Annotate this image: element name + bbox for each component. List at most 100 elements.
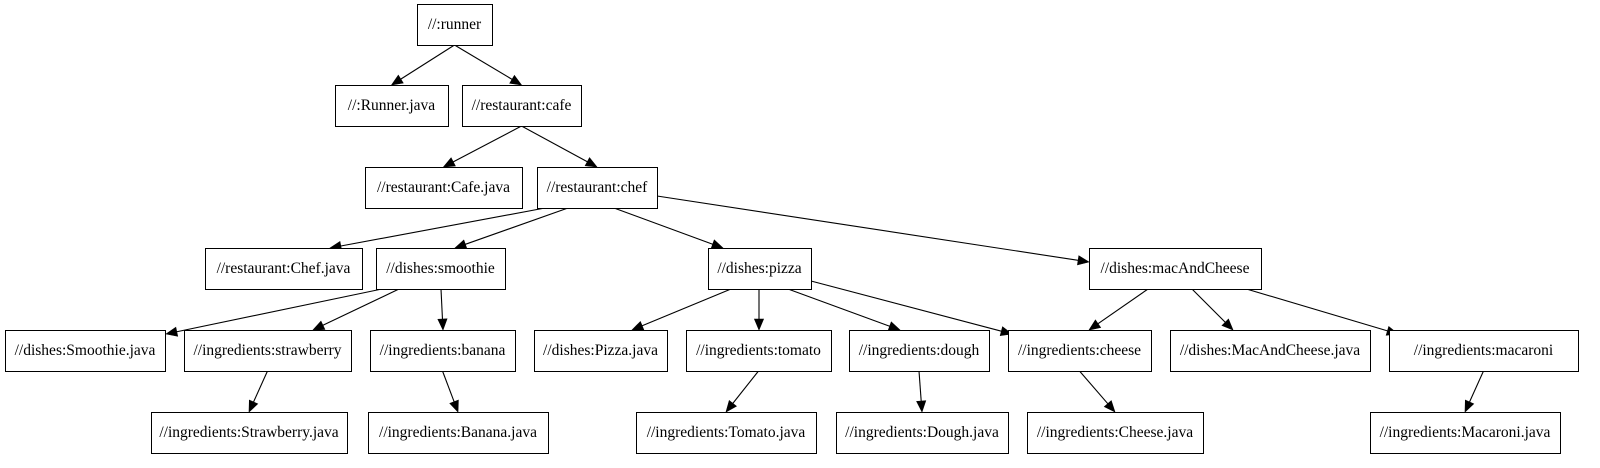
graph-node-dishes_pizza[interactable]: //dishes:pizza [708, 248, 812, 290]
edge-ing_dough-to-dough_java [916, 370, 927, 413]
node-box[interactable] [184, 330, 352, 372]
node-box[interactable] [335, 85, 449, 127]
graph-node-smoothie_java[interactable]: //dishes:Smoothie.java [5, 330, 166, 372]
graph-node-ing_strawberry[interactable]: //ingredients:strawberry [184, 330, 352, 372]
graph-node-dishes_smoothie[interactable]: //dishes:smoothie [376, 248, 506, 290]
graph-node-macandcheese_java[interactable]: //dishes:MacAndCheese.java [1170, 330, 1371, 372]
edge-restaurant_chef-to-dishes_smoothie [454, 207, 569, 249]
edge-restaurant_chef-to-dishes_pizza [613, 207, 724, 249]
node-box[interactable] [849, 330, 990, 372]
node-label: //dishes:pizza [717, 260, 801, 277]
node-box[interactable] [1027, 412, 1204, 454]
graph-node-cheese_java[interactable]: //ingredients:Cheese.java [1027, 412, 1204, 454]
edge-dishes_smoothie-to-smoothie_java [165, 288, 383, 337]
edge-dishes_pizza-to-ing_tomato [753, 289, 765, 331]
edge-line [440, 288, 444, 320]
node-box[interactable] [1170, 330, 1371, 372]
arrowhead-icon [916, 400, 927, 413]
node-label: //dishes:macAndCheese [1101, 260, 1250, 277]
graph-node-ing_dough[interactable]: //ingredients:dough [849, 330, 990, 372]
graph-node-restaurant_chef[interactable]: //restaurant:chef [537, 167, 658, 209]
edge-dishes_macandch-to-macandcheese_java [1191, 288, 1234, 331]
node-box[interactable] [376, 248, 506, 290]
node-box[interactable] [205, 248, 363, 290]
node-box[interactable] [5, 330, 166, 372]
node-box[interactable] [534, 330, 668, 372]
node-box[interactable] [686, 330, 832, 372]
edge-line [1232, 284, 1388, 332]
graph-node-dough_java[interactable]: //ingredients:Dough.java [836, 412, 1009, 454]
node-box[interactable] [636, 412, 817, 454]
edge-line [1097, 288, 1149, 325]
node-label: //ingredients:strawberry [193, 342, 341, 359]
arrowhead-icon [312, 320, 326, 331]
node-box[interactable] [1370, 412, 1561, 454]
graph-node-pizza_java[interactable]: //dishes:Pizza.java [534, 330, 668, 372]
arrowhead-icon [454, 239, 468, 249]
node-label: //:runner [428, 16, 482, 33]
arrowhead-icon [442, 157, 456, 168]
edge-runner-to-restaurant_cafe [454, 44, 523, 86]
graph-node-runner_java[interactable]: //:Runner.java [335, 85, 449, 127]
graph-node-ing_tomato[interactable]: //ingredients:tomato [686, 330, 832, 372]
graph-node-restaurant_cafe[interactable]: //restaurant:cafe [462, 85, 582, 127]
edge-line [322, 288, 400, 326]
edge-line [340, 207, 546, 247]
node-box[interactable] [151, 412, 348, 454]
edge-ing_tomato-to-tomato_java [725, 370, 759, 413]
edge-restaurant_chef-to-chef_java [329, 207, 546, 251]
node-label: //restaurant:chef [547, 179, 649, 196]
graph-node-tomato_java[interactable]: //ingredients:Tomato.java [636, 412, 817, 454]
graph-node-macaroni_java[interactable]: //ingredients:Macaroni.java [1370, 412, 1561, 454]
node-label: //ingredients:Strawberry.java [159, 424, 338, 441]
node-label: //ingredients:Dough.java [845, 424, 999, 441]
graph-node-chef_java[interactable]: //restaurant:Chef.java [205, 248, 363, 290]
edge-runner-to-runner_java [390, 44, 455, 86]
edge-line [613, 207, 713, 245]
edge-line [176, 288, 383, 333]
node-box[interactable] [365, 167, 523, 209]
graph-node-runner[interactable]: //:runner [417, 4, 493, 46]
node-label: //ingredients:Tomato.java [647, 424, 806, 441]
edge-ing_strawberry-to-strawberry_java [248, 370, 269, 413]
edge-ing_cheese-to-cheese_java [1079, 370, 1116, 413]
edge-line [810, 280, 1002, 332]
node-label: //ingredients:Macaroni.java [1380, 424, 1551, 441]
node-box[interactable] [417, 4, 493, 46]
graph-node-ing_cheese[interactable]: //ingredients:cheese [1008, 330, 1152, 372]
graph-node-strawberry_java[interactable]: //ingredients:Strawberry.java [151, 412, 348, 454]
arrowhead-icon [1103, 400, 1116, 413]
node-box[interactable] [708, 248, 812, 290]
node-box[interactable] [368, 412, 549, 454]
graph-node-cafe_java[interactable]: //restaurant:Cafe.java [365, 167, 523, 209]
graph-node-banana_java[interactable]: //ingredients:Banana.java [368, 412, 549, 454]
edge-line [732, 370, 759, 404]
edge-line [465, 207, 569, 245]
node-box[interactable] [462, 85, 582, 127]
node-box[interactable] [1389, 330, 1579, 372]
node-label: //dishes:MacAndCheese.java [1180, 342, 1360, 359]
arrowhead-icon [887, 321, 901, 331]
edge-line [656, 195, 1079, 261]
node-box[interactable] [1089, 248, 1262, 290]
edge-dishes_macandch-to-ing_cheese [1088, 288, 1149, 331]
node-label: //ingredients:dough [859, 342, 980, 359]
node-box[interactable] [537, 167, 658, 209]
graph-node-ing_macaroni[interactable]: //ingredients:macaroni [1389, 330, 1579, 372]
edge-line [918, 370, 922, 402]
node-label: //:Runner.java [348, 97, 436, 114]
edge-line [1191, 288, 1226, 323]
node-box[interactable] [836, 412, 1009, 454]
graph-node-ing_banana[interactable]: //ingredients:banana [370, 330, 516, 372]
edge-ing_banana-to-banana_java [441, 370, 459, 413]
node-box[interactable] [370, 330, 516, 372]
arrowhead-icon [390, 74, 404, 86]
arrowhead-icon [437, 318, 448, 331]
node-label: //ingredients:macaroni [1414, 342, 1554, 359]
arrowhead-icon [1221, 318, 1234, 331]
graph-node-dishes_macandch[interactable]: //dishes:macAndCheese [1089, 248, 1262, 290]
arrowhead-icon [584, 157, 598, 168]
node-box[interactable] [1008, 330, 1152, 372]
